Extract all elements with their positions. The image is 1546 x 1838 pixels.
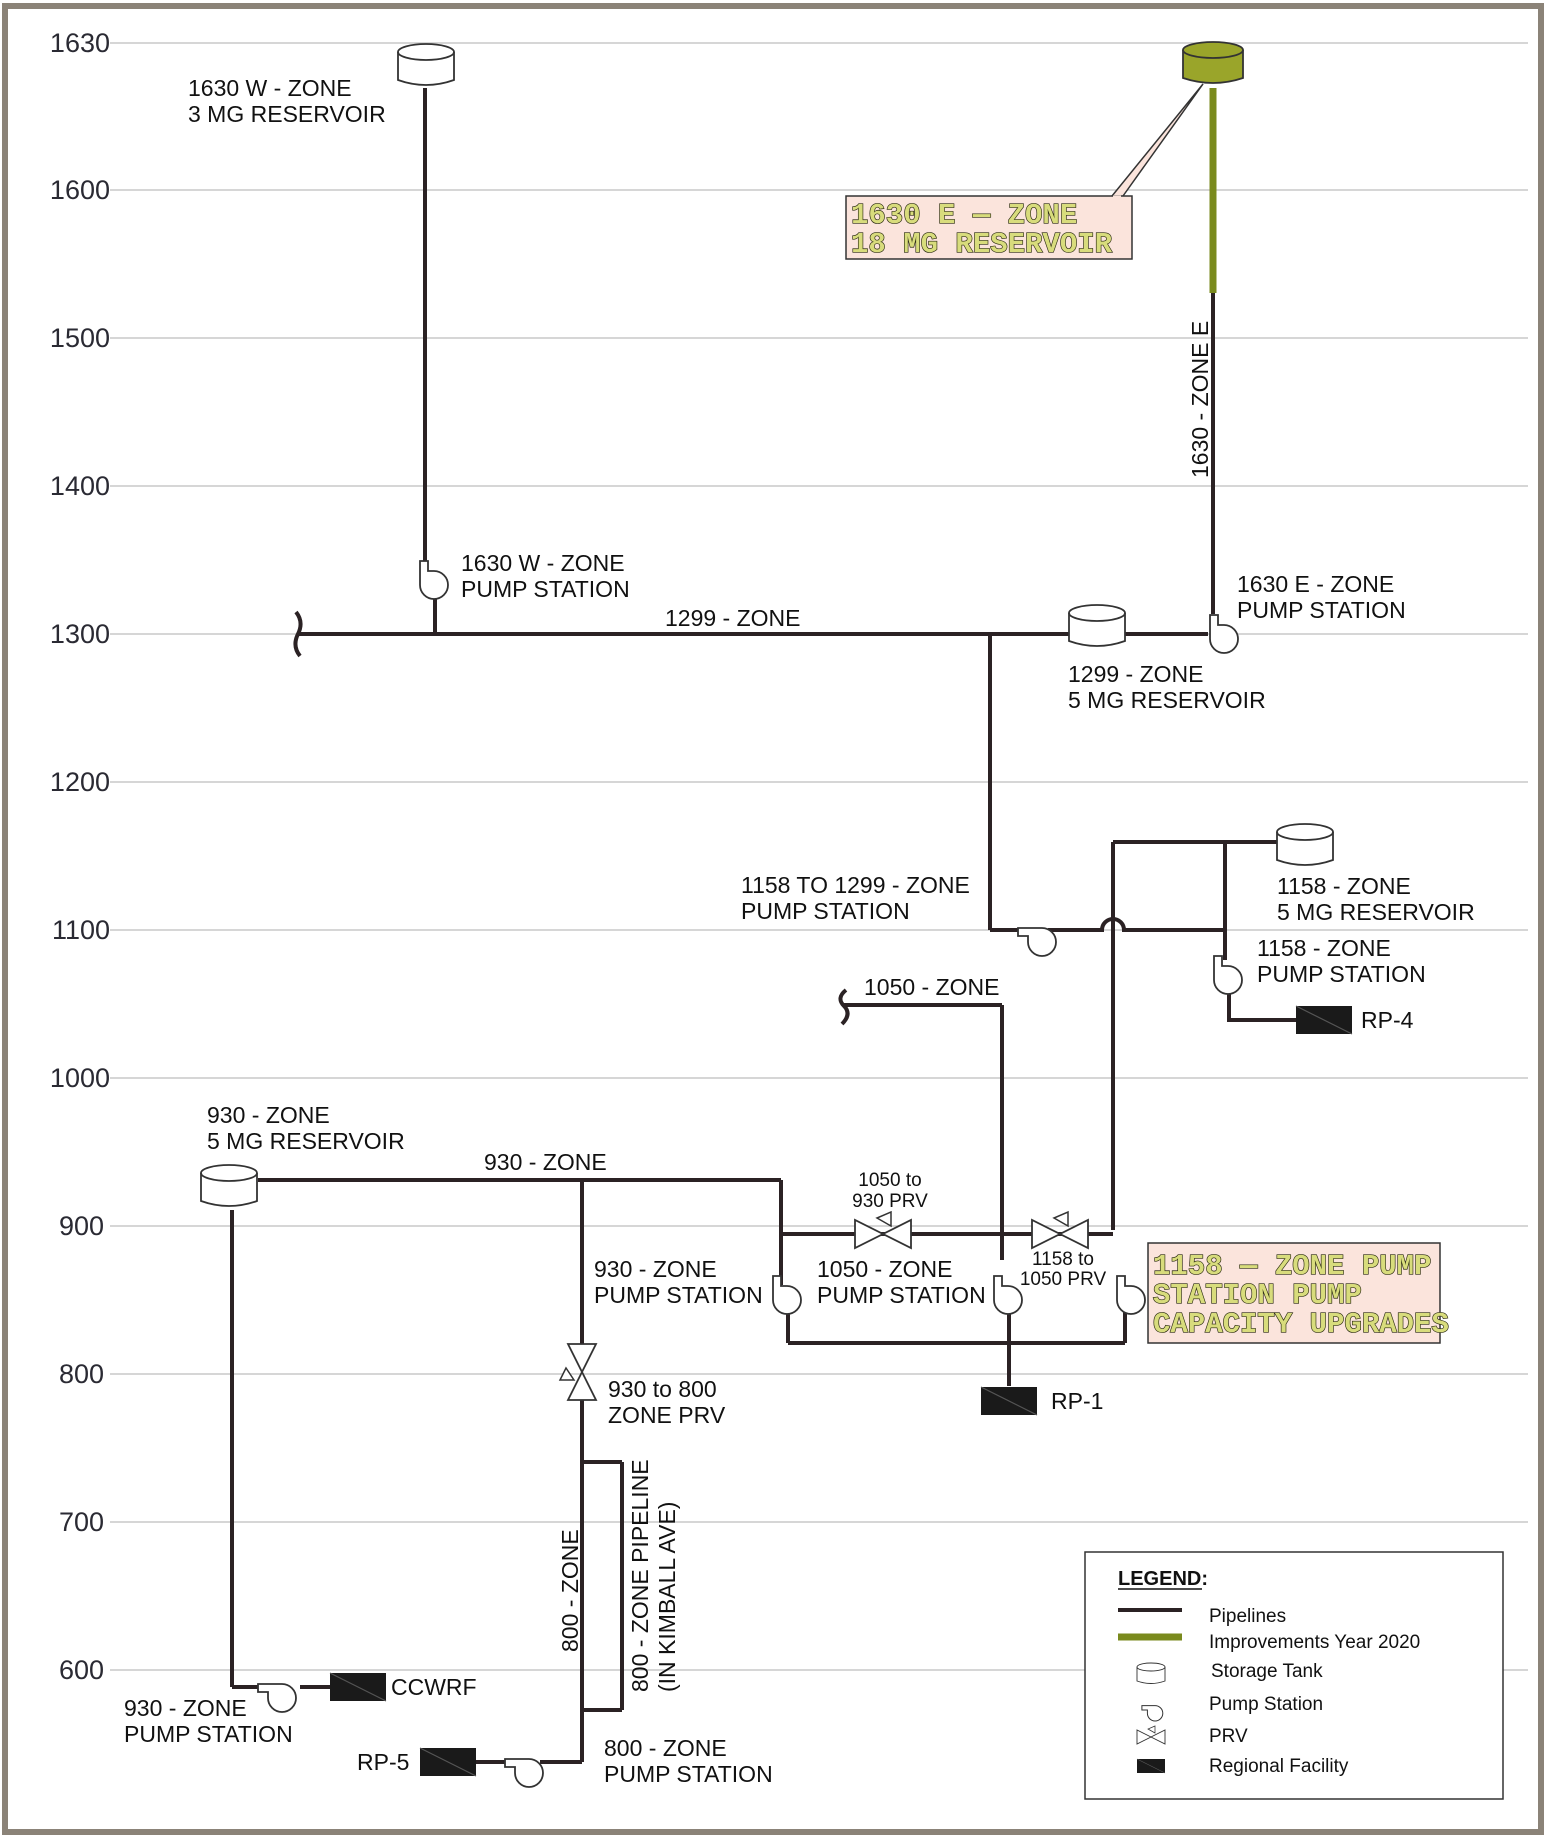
zone-label: 800 - ZONE PIPELINE: [627, 1459, 653, 1692]
storage-tank-icon: [1068, 604, 1126, 647]
pump-station-label: PUMP STATION: [124, 1721, 293, 1747]
callout-line: STATION PUMP: [1153, 1279, 1362, 1312]
regional-facility-icon: [419, 1747, 477, 1777]
facility-label: CCWRF: [391, 1674, 477, 1700]
pump-station-label: PUMP STATION: [741, 898, 910, 924]
axis-label-800: 800: [59, 1359, 104, 1389]
pipelines: [230, 88, 1296, 1764]
callout-line: 18 MG RESERVOIR: [851, 228, 1113, 261]
axis-label-900: 900: [59, 1211, 104, 1241]
reservoir-label: 1299 - ZONE: [1068, 661, 1204, 687]
prv-label: 930 to 800: [608, 1376, 717, 1402]
legend-item: PRV: [1209, 1726, 1248, 1747]
legend-item: Pump Station: [1209, 1694, 1323, 1715]
legend-item: Improvements Year 2020: [1209, 1632, 1420, 1653]
callout-line: CAPACITY UPGRADES: [1153, 1308, 1449, 1341]
regional-facility-icon: [1136, 1758, 1166, 1774]
callout-1630e-reservoir: 1630 E — ZONE 18 MG RESERVOIR: [845, 83, 1204, 262]
axis-label-1000: 1000: [50, 1063, 110, 1093]
elevation-grid: [110, 42, 1528, 1671]
facility-label: RP-1: [1051, 1388, 1103, 1414]
pump-station-label: 1158 TO 1299 - ZONE: [741, 872, 970, 898]
reservoir-label: 3 MG RESERVOIR: [188, 101, 386, 127]
facility-label: RP-5: [357, 1749, 409, 1775]
prv-label: 1050 PRV: [1020, 1269, 1107, 1290]
legend-item: Regional Facility: [1209, 1756, 1349, 1777]
reservoir-label: 5 MG RESERVOIR: [207, 1128, 405, 1154]
pump-station-label: 800 - ZONE: [604, 1735, 727, 1761]
pump-station-label: PUMP STATION: [604, 1761, 773, 1787]
pump-station-label: PUMP STATION: [1237, 597, 1406, 623]
pump-station-label: 1158 - ZONE: [1257, 935, 1391, 961]
axis-label-1200: 1200: [50, 767, 110, 797]
facility-label: RP-4: [1361, 1007, 1414, 1033]
legend-item: Pipelines: [1209, 1606, 1286, 1627]
storage-tank-icon: [1136, 1662, 1166, 1684]
callout-1158-upgrades: 1158 — ZONE PUMP STATION PUMP CAPACITY U…: [1147, 1242, 1450, 1344]
regional-facility-icon: [329, 1672, 387, 1702]
storage-tank-icon: [397, 43, 455, 86]
reservoir-label: 1158 - ZONE: [1277, 873, 1411, 899]
pump-station-label: PUMP STATION: [817, 1282, 986, 1308]
axis-label-1500: 1500: [50, 323, 110, 353]
pump-station-label: 930 - ZONE: [594, 1256, 717, 1282]
axis-label-1630: 1630: [50, 28, 110, 58]
reservoir-label: 930 - ZONE: [207, 1102, 330, 1128]
zone-label: 930 - ZONE: [484, 1149, 607, 1175]
pump-station-label: 930 - ZONE: [124, 1695, 247, 1721]
axis-label-700: 700: [59, 1507, 104, 1537]
prv-label: 1050 to: [858, 1170, 921, 1191]
axis-label-1400: 1400: [50, 471, 110, 501]
axis-label-1600: 1600: [50, 175, 110, 205]
reservoir-label: 5 MG RESERVOIR: [1277, 899, 1475, 925]
pump-station-label: 1050 - ZONE: [817, 1256, 953, 1282]
page-frame: [2, 3, 1544, 1835]
elevation-axis: 1630 1600 1500 1400 1300 1200 1100 1000 …: [50, 28, 110, 1685]
reservoir-label: 5 MG RESERVOIR: [1068, 687, 1266, 713]
zone-label: 1299 - ZONE: [665, 605, 801, 631]
storage-tank-icon: [200, 1164, 258, 1207]
pump-station-label: PUMP STATION: [1257, 961, 1426, 987]
reservoir-label: 1630 W - ZONE: [188, 75, 352, 101]
pump-station-label: PUMP STATION: [461, 576, 630, 602]
prv-label: 930 PRV: [852, 1191, 928, 1212]
callout-line: 1158 — ZONE PUMP: [1153, 1250, 1431, 1283]
axis-label-1100: 1100: [52, 915, 110, 945]
zone-label: 800 - ZONE: [557, 1529, 583, 1652]
legend: LEGEND: Pipelines Improvements Year 2020…: [1084, 1551, 1504, 1800]
regional-facility-icon: [980, 1386, 1038, 1416]
axis-label-1300: 1300: [50, 619, 110, 649]
callout-line: 1630 E — ZONE: [851, 199, 1077, 232]
pump-station-label: 1630 E - ZONE: [1237, 571, 1394, 597]
zone-label: 1630 - ZONE E: [1187, 321, 1213, 478]
pump-station-label: PUMP STATION: [594, 1282, 763, 1308]
prv-label: 1158 to: [1032, 1249, 1094, 1270]
axis-label-600: 600: [59, 1655, 104, 1685]
zone-label: (IN KIMBALL AVE): [654, 1502, 680, 1692]
legend-title: LEGEND:: [1118, 1568, 1208, 1590]
legend-item: Storage Tank: [1211, 1661, 1323, 1682]
pump-station-label: 1630 W - ZONE: [461, 550, 625, 576]
regional-facility-icon: [1295, 1005, 1353, 1035]
zone-label: 1050 - ZONE: [864, 974, 1000, 1000]
storage-tank-icon: [1276, 823, 1334, 866]
prv-label: ZONE PRV: [608, 1402, 726, 1428]
storage-tank-icon: [1182, 41, 1244, 84]
